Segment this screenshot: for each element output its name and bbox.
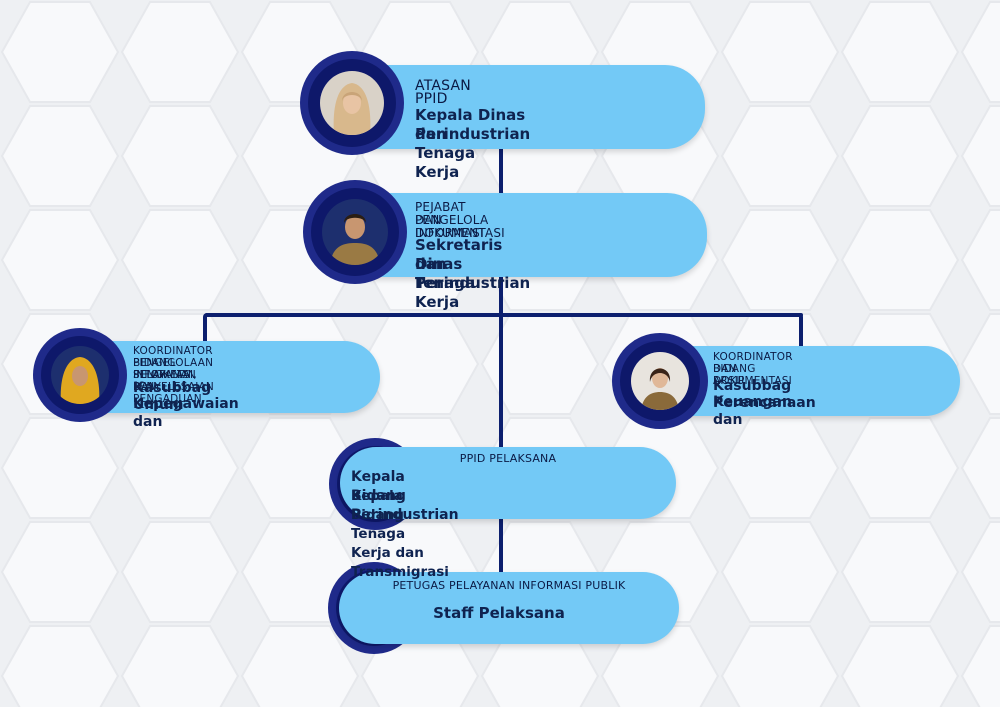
node-name-line1: Kepala Dinas Perindustrian bbox=[415, 106, 531, 143]
connector-branch-left bbox=[203, 313, 207, 343]
node-name-line2: Keuangan bbox=[713, 394, 792, 410]
node-role: ATASAN PPID bbox=[415, 78, 471, 107]
node-name-line2: Kepala Bidang Tenaga Kerja dan Transmigr… bbox=[351, 488, 449, 580]
node-role-line2: PENGELOLAAN INFORMASI, PENYELESAIAN bbox=[133, 357, 214, 393]
node-role-line1: PEJABAT PENGELOLA INFORMASI bbox=[415, 200, 489, 240]
node-pill bbox=[339, 572, 679, 644]
node-role: PPID PELAKSANA bbox=[459, 452, 557, 465]
node-role: PETUGAS PELAYANAN INFORMASI PUBLIK bbox=[392, 579, 626, 592]
node-role-line1: KOORDINATOR BIDANG PELAYANAN DAN bbox=[133, 345, 213, 393]
node-pill bbox=[340, 447, 676, 519]
node-name: Staff Pelaksana bbox=[433, 604, 565, 622]
node-name-line1: Kasubbag Perencanaan dan bbox=[713, 378, 816, 428]
node-role-line2: DAN DOKUMENTASI bbox=[415, 213, 505, 240]
avatar-man-uniform-icon bbox=[322, 199, 388, 265]
connector-bottom bbox=[499, 515, 503, 575]
node-name-line2: dan Tenaga Kerja bbox=[415, 125, 476, 181]
connector-trunk bbox=[499, 270, 503, 450]
node-name-line2: Kepegawaian bbox=[133, 396, 239, 412]
avatar-woman-icon bbox=[631, 352, 689, 410]
node-name-line1: Kepala Bidang Perindustrian bbox=[351, 469, 459, 523]
avatar-yellow-hijab-woman-icon bbox=[51, 346, 109, 404]
avatar-hijab-woman-icon bbox=[320, 71, 384, 135]
node-role-line2: DAN ARSIP bbox=[713, 363, 745, 387]
connector-top bbox=[499, 140, 503, 200]
node-name-line1: Sekretaris Dinas Perindustrian bbox=[415, 236, 531, 292]
node-role-line1: KOORDINATOR BIDANG DOKUMENTASI bbox=[713, 351, 793, 387]
connector-branch-horizontal bbox=[205, 313, 803, 317]
connector-branch-right bbox=[799, 313, 803, 348]
node-name-line1: Kasubbag Umum dan bbox=[133, 380, 212, 430]
node-name-line2: dan Tenaga Kerja bbox=[415, 255, 476, 311]
node-role-line3: SENGKETA DAN PENGADUAN bbox=[133, 369, 202, 405]
